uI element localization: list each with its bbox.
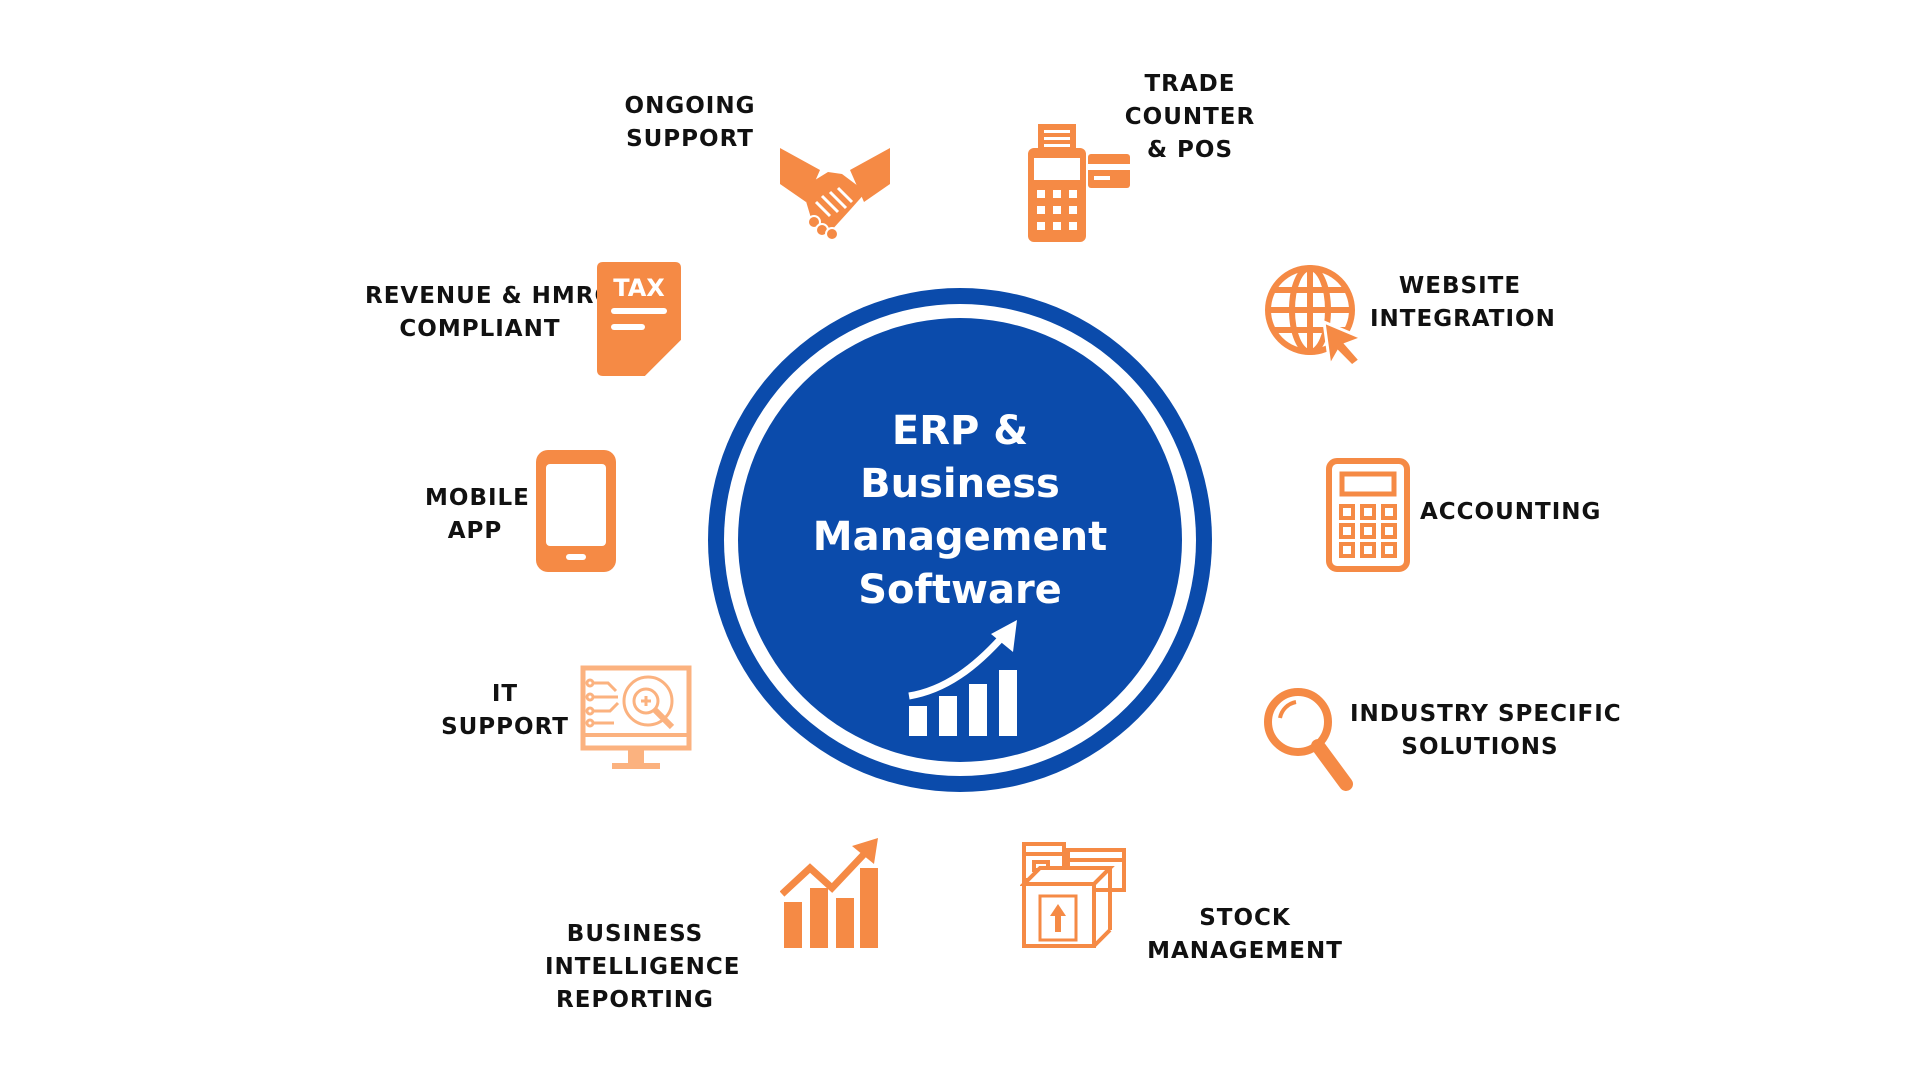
svg-text:TAX: TAX bbox=[613, 274, 665, 302]
label-accounting: ACCOUNTING bbox=[1420, 499, 1602, 525]
center-title-line-1: ERP & bbox=[891, 408, 1029, 454]
center-title-line-3: Management bbox=[812, 514, 1108, 560]
label-revenue-hmrc: REVENUE & HMRC COMPLIANT bbox=[365, 283, 613, 342]
center-title-line-2: Business bbox=[860, 461, 1060, 507]
growth-chart-arrow-icon bbox=[908, 620, 1017, 736]
smartphone-icon bbox=[536, 450, 616, 572]
handshake-icon bbox=[780, 148, 890, 240]
label-industry-specific: INDUSTRY SPECIFIC SOLUTIONS bbox=[1350, 701, 1622, 760]
pos-terminal-icon bbox=[1028, 124, 1130, 242]
label-trade-counter-pos: TRADE COUNTER & POS bbox=[1124, 71, 1256, 163]
label-ongoing-support: ONGOING SUPPORT bbox=[624, 93, 756, 152]
bar-chart-arrow-icon bbox=[780, 838, 878, 948]
center-title: ERP & Business Management Software bbox=[760, 405, 1160, 617]
center-ring bbox=[708, 288, 1212, 792]
monitor-gear-icon bbox=[580, 665, 692, 769]
label-stock-management: STOCK MANAGEMENT bbox=[1147, 905, 1343, 964]
magnifier-icon bbox=[1264, 688, 1353, 791]
calculator-icon bbox=[1326, 458, 1410, 572]
label-mobile-app: MOBILE APP bbox=[425, 485, 530, 544]
label-it-support: IT SUPPORT bbox=[441, 681, 569, 740]
boxes-icon bbox=[1020, 842, 1126, 948]
label-website-integration: WEBSITE INTEGRATION bbox=[1370, 273, 1556, 332]
globe-cursor-icon bbox=[1265, 265, 1367, 368]
tax-document-icon: TAX bbox=[597, 262, 681, 376]
center-title-line-4: Software bbox=[858, 567, 1062, 613]
label-business-intelligence: BUSINESS INTELLIGENCE REPORTING bbox=[545, 921, 741, 1013]
